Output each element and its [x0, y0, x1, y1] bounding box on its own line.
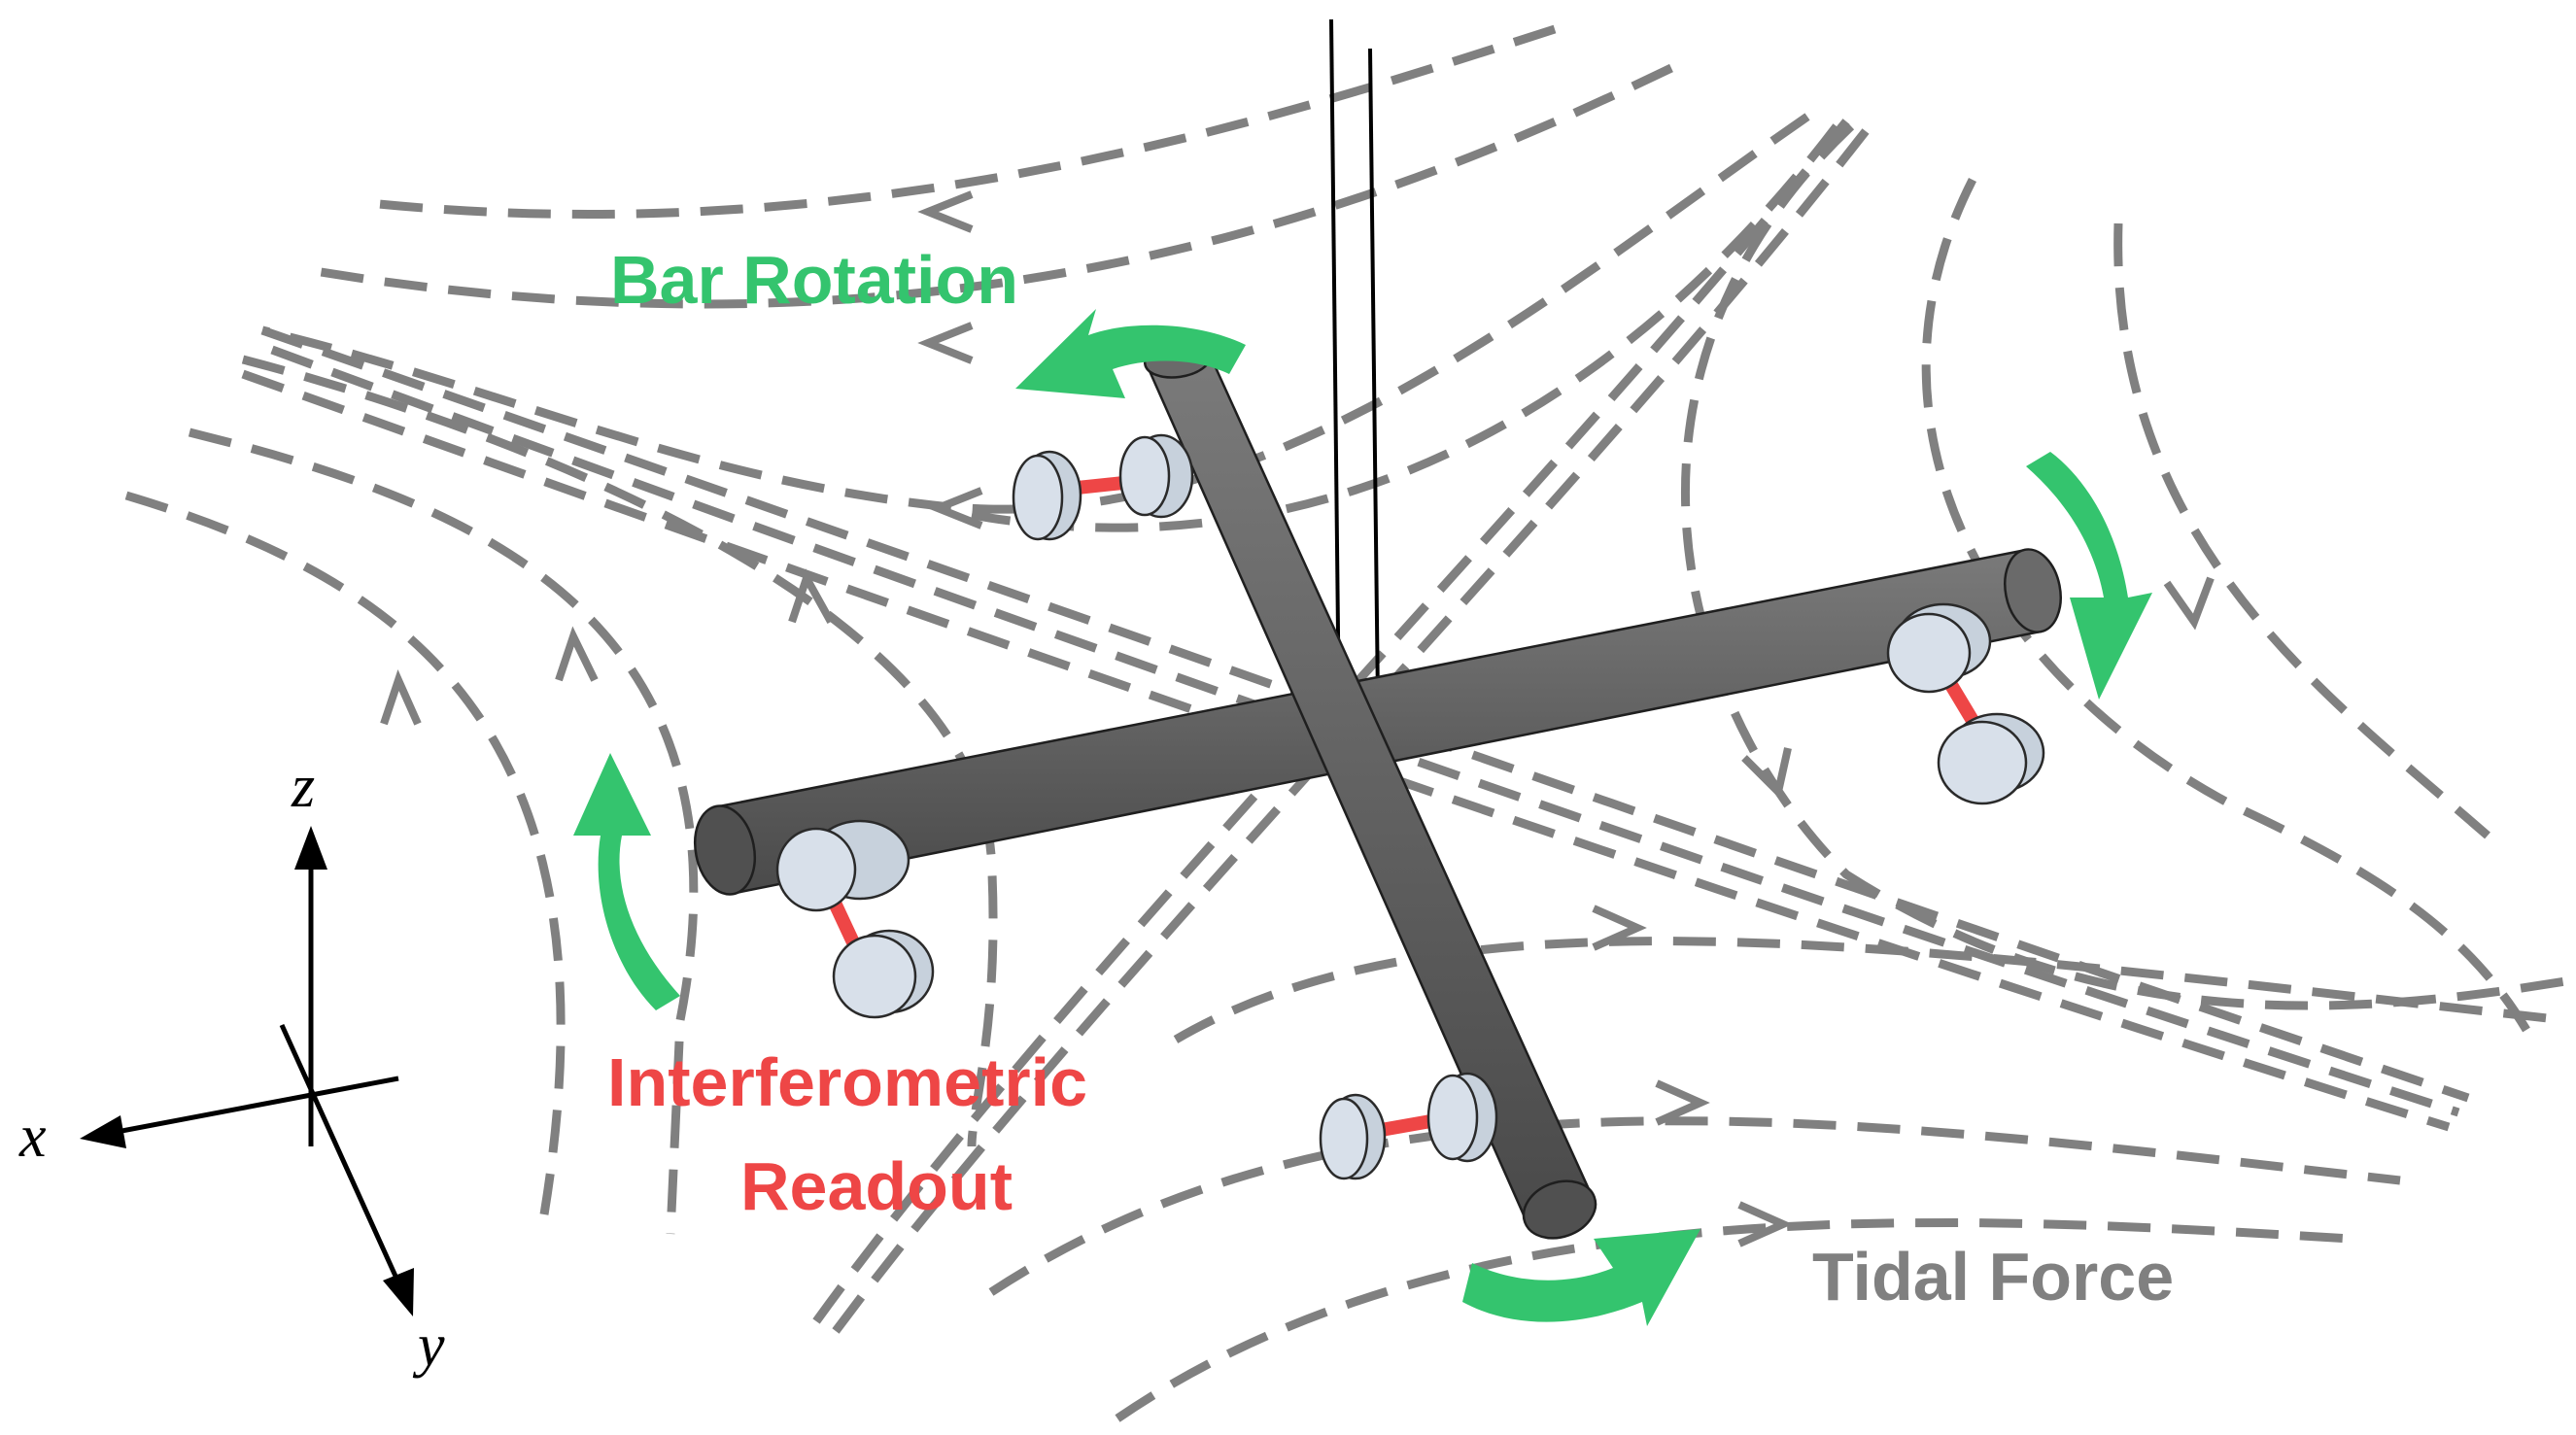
field-line	[1921, 177, 2530, 1033]
field-arrow-icon	[1737, 1201, 1793, 1247]
fiber	[1368, 48, 1380, 702]
field-line	[988, 1116, 2401, 1296]
field-line	[320, 63, 1673, 309]
fiber	[1329, 18, 1341, 722]
readout-bottom	[1319, 1072, 1498, 1180]
field-line	[1681, 122, 2566, 1010]
mirror	[1886, 612, 1972, 694]
field-line	[378, 24, 1557, 219]
x-axis-arrow-icon	[80, 1115, 126, 1148]
suspension-fibers	[1329, 18, 1380, 722]
field-line	[1173, 937, 2566, 1043]
readout-right	[1886, 602, 2045, 805]
horizontal-bar-right-end	[2004, 548, 2062, 633]
mirror	[832, 934, 917, 1019]
z-axis-label: z	[291, 754, 315, 820]
y-axis-label: y	[412, 1313, 445, 1379]
rotation-arrow-bottom-icon	[1462, 1229, 1700, 1326]
field-arrow-icon	[917, 190, 974, 233]
field-arrow-icon	[788, 568, 835, 624]
mirror	[1937, 720, 2028, 805]
field-line	[188, 427, 699, 1235]
field-arrowheads	[380, 190, 2215, 1247]
field-arrow-icon	[1655, 1079, 1710, 1126]
readout-top	[1012, 433, 1194, 541]
y-axis-line	[279, 1023, 401, 1284]
field-arrow-icon	[927, 487, 983, 530]
horizontal-bar-left-end	[694, 804, 756, 896]
coordinate-axes: z x y	[18, 754, 445, 1379]
y-axis-arrow-icon	[383, 1268, 414, 1316]
mirror	[1118, 435, 1171, 517]
field-line	[260, 113, 1810, 514]
field-line	[971, 123, 1840, 532]
horizontal-bar	[694, 548, 2062, 896]
mirror	[1319, 1097, 1369, 1180]
bar-rotation-label: Bar Rotation	[610, 242, 1018, 318]
field-line	[124, 491, 566, 1215]
interferometric-readout-label-line1: Interferometric	[607, 1044, 1087, 1120]
rotation-arrow-left-icon	[573, 753, 680, 1010]
field-arrow-icon	[555, 626, 599, 682]
interferometric-readout-label-line2: Readout	[740, 1148, 1013, 1224]
rotation-arrow-right-icon	[2026, 452, 2152, 700]
x-axis-label: x	[18, 1104, 47, 1170]
rotation-arrows	[573, 309, 2152, 1326]
rotation-arrow-top-icon	[1015, 309, 1246, 398]
field-arrow-icon	[1592, 905, 1647, 951]
field-line	[2113, 222, 2490, 839]
field-arrow-icon	[2163, 576, 2215, 631]
field-line	[241, 355, 998, 1147]
labels: Bar Rotation Interferometric Readout Tid…	[607, 242, 2174, 1315]
mirror	[1426, 1074, 1479, 1161]
diagonal-bar-bottom-end	[1522, 1179, 1597, 1240]
field-arrow-icon	[917, 322, 974, 364]
z-axis-arrow-icon	[294, 826, 327, 870]
mirror	[775, 827, 857, 912]
readout-left	[775, 819, 935, 1019]
x-axis-line	[116, 1076, 399, 1135]
mirror	[1012, 454, 1064, 541]
field-arrow-icon	[380, 668, 422, 726]
tidal-force-label: Tidal Force	[1812, 1239, 2174, 1315]
field-arrow-icon	[1741, 747, 1792, 800]
